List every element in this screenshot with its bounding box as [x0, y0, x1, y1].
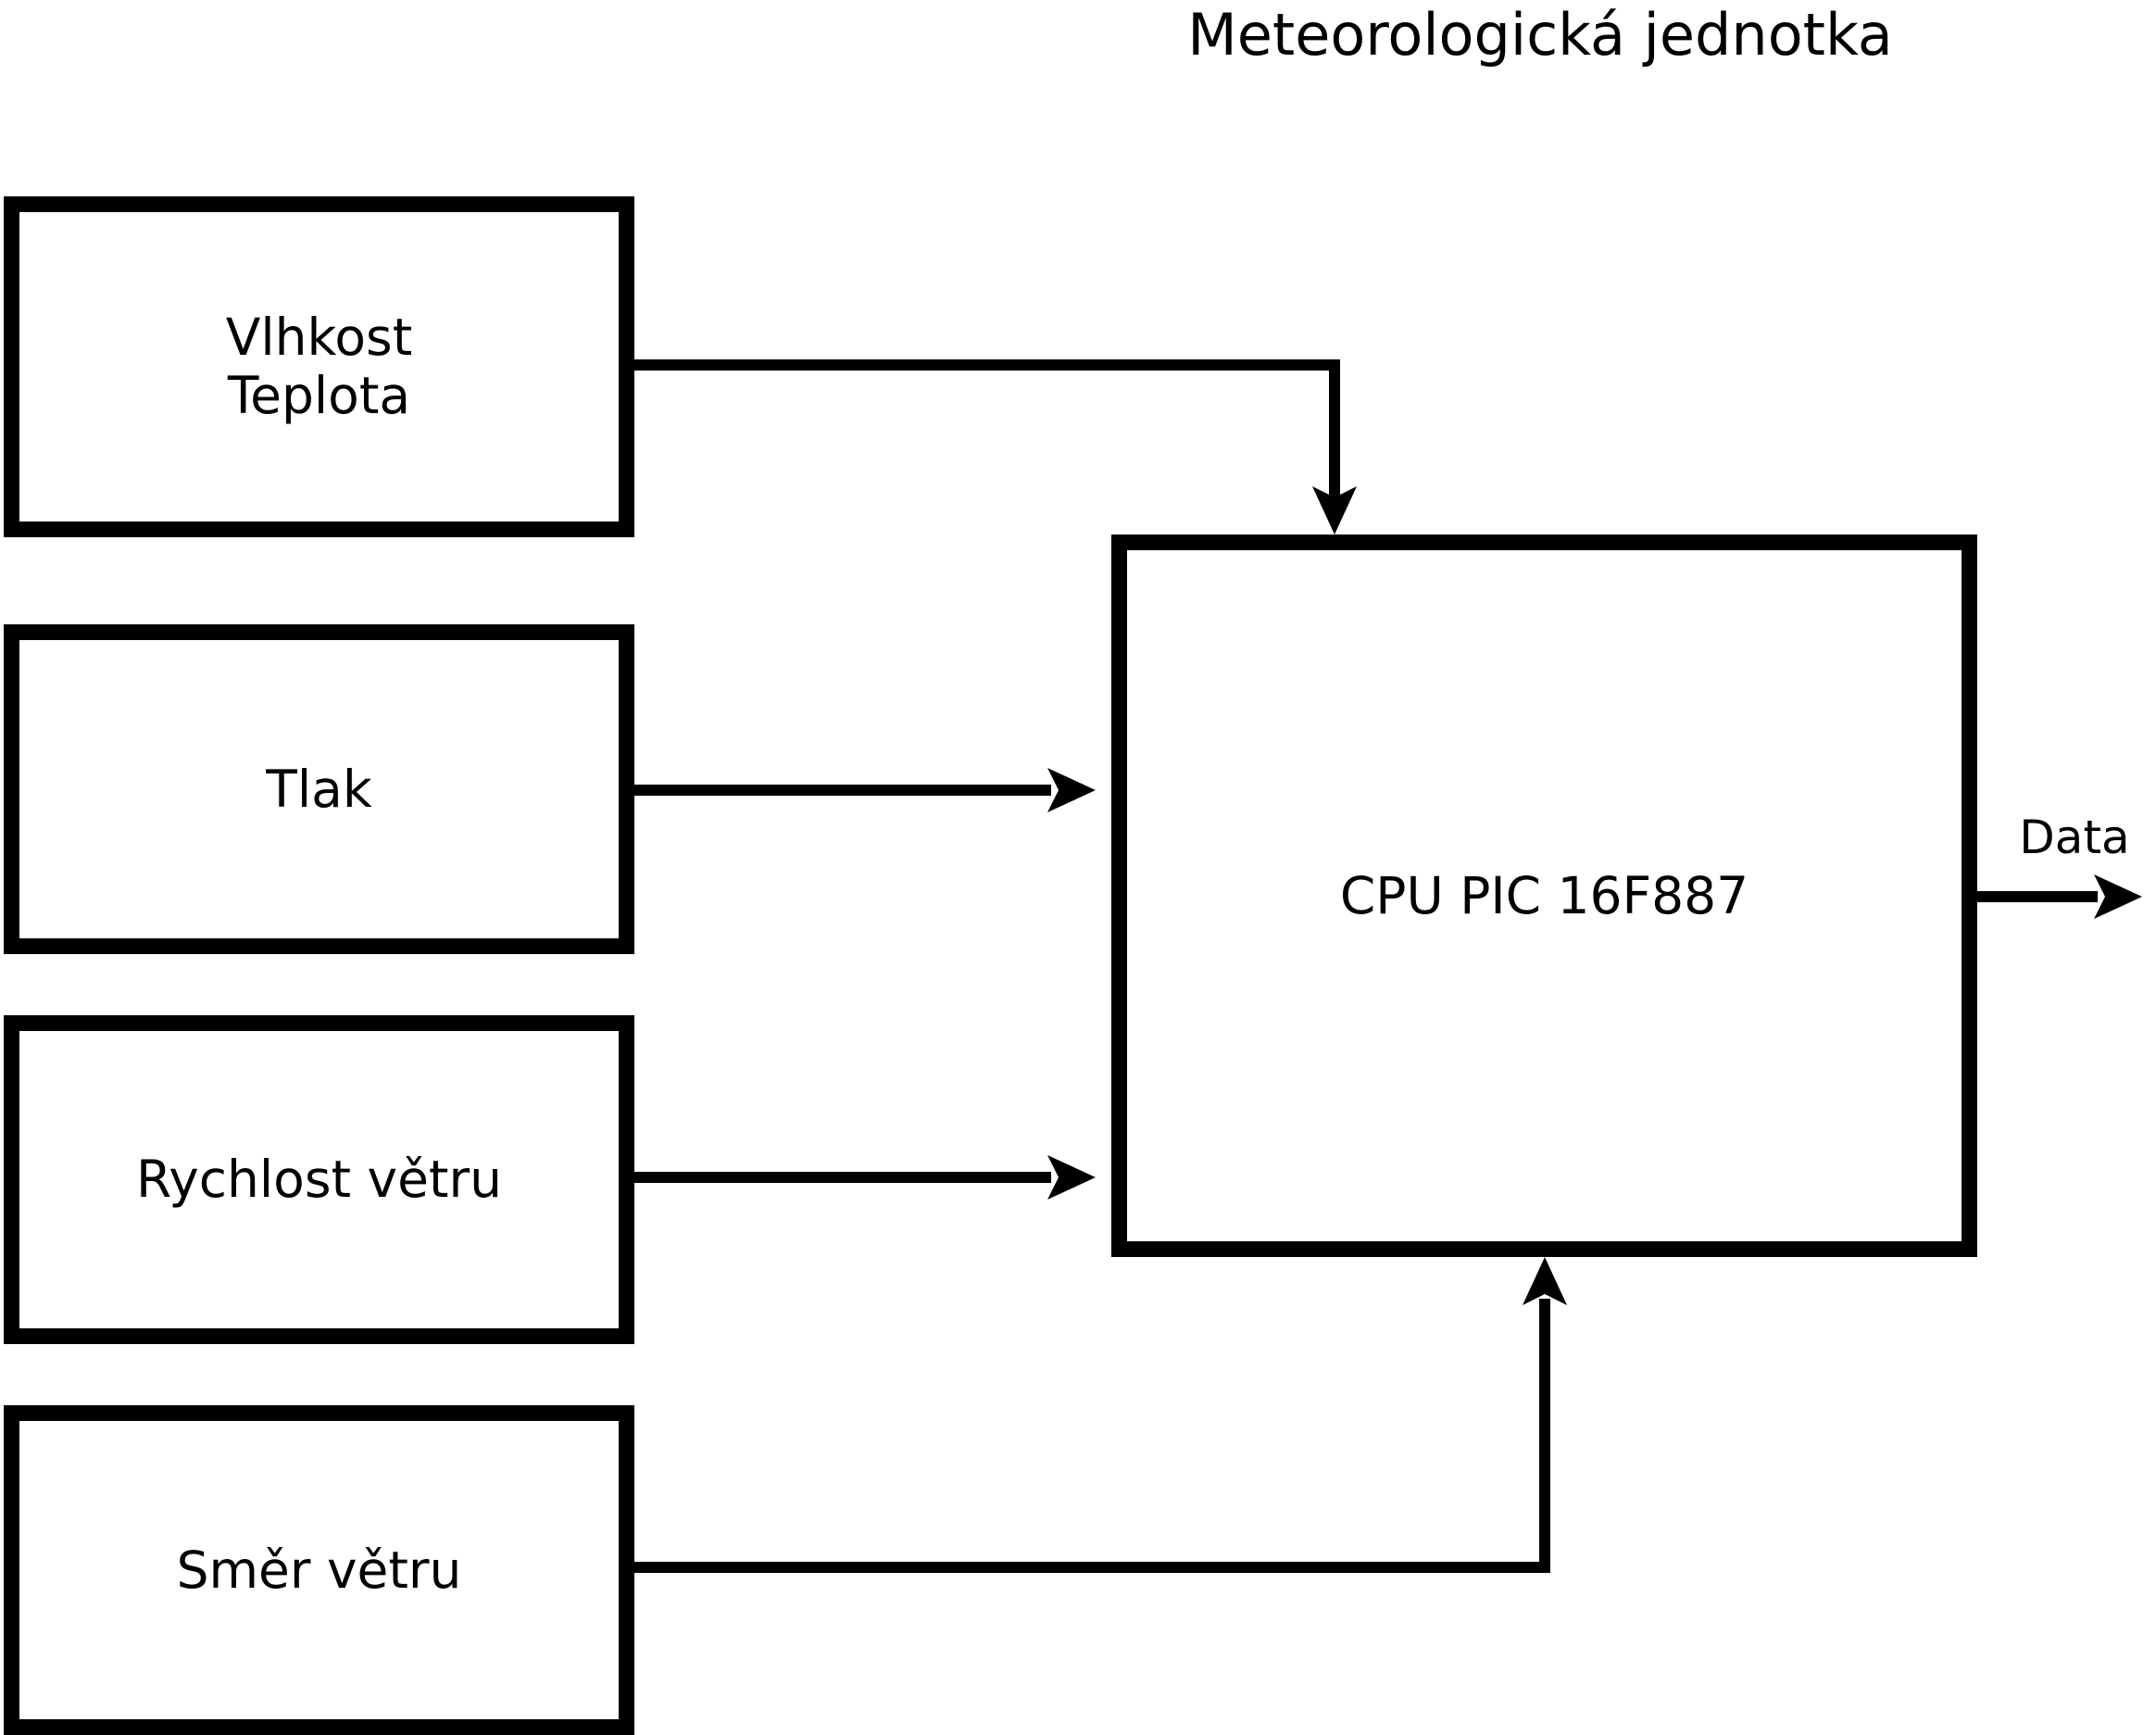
arrow-line: [634, 359, 1340, 500]
sensor-label-teplota: Teplota: [227, 366, 411, 425]
sensor-label-vlhkost: Vlhkost: [225, 308, 413, 367]
arrowhead-down-icon: [1312, 486, 1357, 534]
arrowhead-right-icon: [1047, 1155, 1096, 1200]
sensor-box-rychlost-vetru: Rychlost větru: [4, 1015, 634, 1344]
arrow-rychlost-vetru-to-cpu: [634, 1155, 1096, 1200]
data-output-label: Data: [2019, 811, 2130, 864]
arrowhead-up-icon: [1523, 1257, 1567, 1305]
arrow-smer-vetru-to-cpu: [634, 1257, 1567, 1573]
cpu-label: CPU PIC 16F887: [1339, 865, 1749, 925]
sensor-box-smer-vetru: Směr větru: [4, 1405, 634, 1735]
arrow-cpu-to-data: [1977, 874, 2142, 919]
arrowhead-right-icon: [1047, 768, 1096, 812]
sensor-label-rychlost-vetru: Rychlost větru: [136, 1150, 502, 1209]
arrow-vlhkost-teplota-to-cpu: [634, 359, 1357, 534]
arrow-tlak-to-cpu: [634, 768, 1096, 812]
sensor-box-tlak: Tlak: [4, 624, 634, 954]
sensor-label-tlak: Tlak: [266, 759, 372, 819]
diagram-title: Meteorologická jednotka: [1187, 1, 1893, 69]
arrow-line: [634, 1299, 1550, 1573]
cpu-box: CPU PIC 16F887: [1111, 534, 1977, 1257]
sensor-label-smer-vetru: Směr větru: [176, 1540, 462, 1600]
sensor-box-vlhkost-teplota: Vlhkost Teplota: [4, 196, 634, 537]
arrowhead-right-icon: [2094, 874, 2142, 919]
